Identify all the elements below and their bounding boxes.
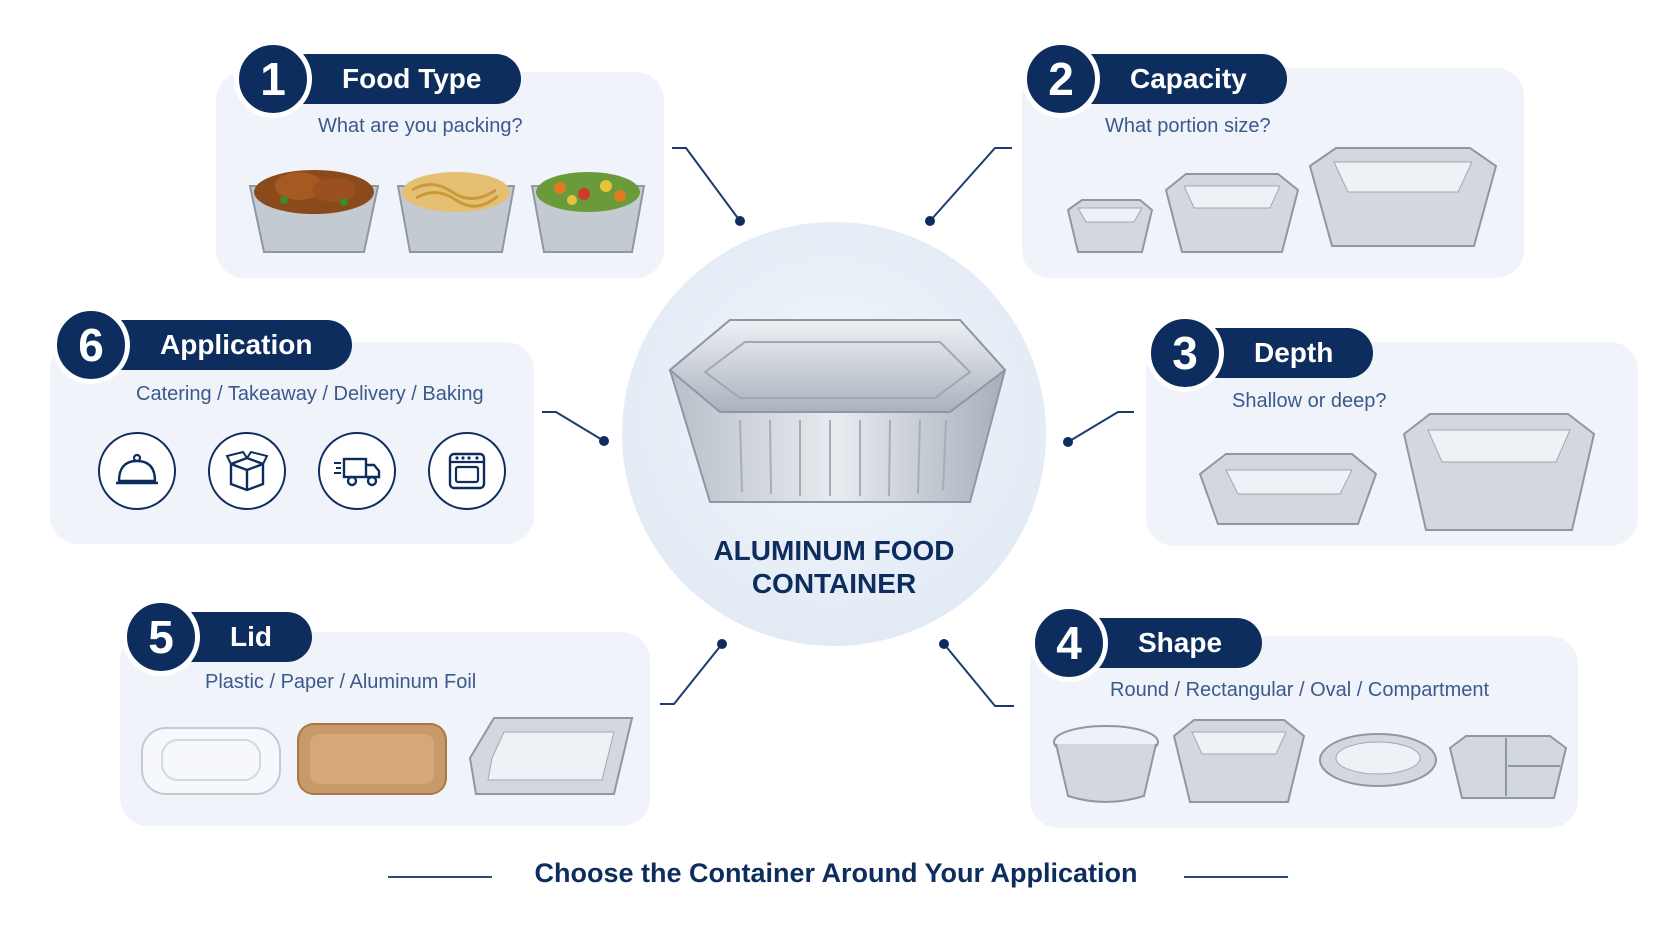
oval-foil-container-icon xyxy=(1319,733,1437,787)
connector-shape xyxy=(943,643,1014,707)
mixed-vegetables-tray-icon xyxy=(530,172,646,253)
paper-lid-icon xyxy=(297,723,447,795)
step-badge-shape: 4 Shape xyxy=(1030,604,1263,682)
step-number: 5 xyxy=(122,598,200,676)
aluminum-foil-lid-icon xyxy=(468,717,634,795)
footer-rule-right xyxy=(1184,876,1288,878)
roast-chicken-tray-icon xyxy=(248,170,380,253)
connector-dot xyxy=(1063,437,1073,447)
step-subtitle: What are you packing? xyxy=(318,115,523,137)
step-number: 6 xyxy=(52,306,130,384)
step-subtitle: Shallow or deep? xyxy=(1232,390,1387,412)
step-badge-depth: 3 Depth xyxy=(1146,314,1374,392)
round-foil-container-icon xyxy=(1053,725,1159,803)
pasta-tray-icon xyxy=(396,172,516,253)
center-title-line1: ALUMINUM FOOD xyxy=(713,535,955,566)
step-title: Lid xyxy=(178,612,312,662)
step-title: Application xyxy=(108,320,353,370)
step-title: Food Type xyxy=(290,54,522,104)
center-title-line2: CONTAINER xyxy=(751,568,917,599)
step-badge-food-type: 1 Food Type xyxy=(234,40,522,118)
connector-dot xyxy=(925,216,935,226)
connector-dot xyxy=(717,639,727,649)
connector-capacity xyxy=(929,147,1012,222)
step-title: Depth xyxy=(1202,328,1374,378)
step-subtitle: Catering / Takeaway / Delivery / Baking xyxy=(136,383,484,405)
step-subtitle: Plastic / Paper / Aluminum Foil xyxy=(205,671,477,693)
compartment-foil-container-icon xyxy=(1448,735,1568,799)
connector-lid xyxy=(660,643,723,705)
center-foil-container-icon xyxy=(668,319,1007,503)
connector-dot xyxy=(939,639,949,649)
connector-dot xyxy=(599,436,609,446)
large-foil-tray-icon xyxy=(1308,147,1498,247)
step-badge-application: 6 Application xyxy=(52,306,353,384)
step-number: 4 xyxy=(1030,604,1108,682)
center-title: ALUMINUM FOOD CONTAINER xyxy=(622,534,1046,600)
connector-application xyxy=(542,411,605,442)
step-subtitle: Round / Rectangular / Oval / Compartment xyxy=(1110,679,1490,701)
deep-foil-tray-icon xyxy=(1402,413,1596,531)
step-title: Capacity xyxy=(1078,54,1287,104)
step-number: 3 xyxy=(1146,314,1224,392)
step-number: 2 xyxy=(1022,40,1100,118)
footer-rule-left xyxy=(388,876,492,878)
plastic-lid-icon xyxy=(141,727,281,795)
box-icon xyxy=(208,432,286,510)
step-title: Shape xyxy=(1086,618,1263,668)
shallow-foil-tray-icon xyxy=(1198,453,1378,525)
delivery-truck-icon xyxy=(318,432,396,510)
footer-caption: Choose the Container Around Your Applica… xyxy=(534,858,1138,888)
connector-depth xyxy=(1067,411,1134,443)
step-badge-lid: 5 Lid xyxy=(122,598,312,676)
connector-dot xyxy=(735,216,745,226)
step-number: 1 xyxy=(234,40,312,118)
medium-foil-tray-icon xyxy=(1164,173,1300,253)
step-subtitle: What portion size? xyxy=(1105,115,1271,137)
connector-food-type xyxy=(672,147,741,222)
cloche-icon xyxy=(98,432,176,510)
rectangular-foil-container-icon xyxy=(1172,719,1306,803)
step-badge-capacity: 2 Capacity xyxy=(1022,40,1287,118)
small-foil-tray-icon xyxy=(1066,199,1154,253)
oven-icon xyxy=(428,432,506,510)
